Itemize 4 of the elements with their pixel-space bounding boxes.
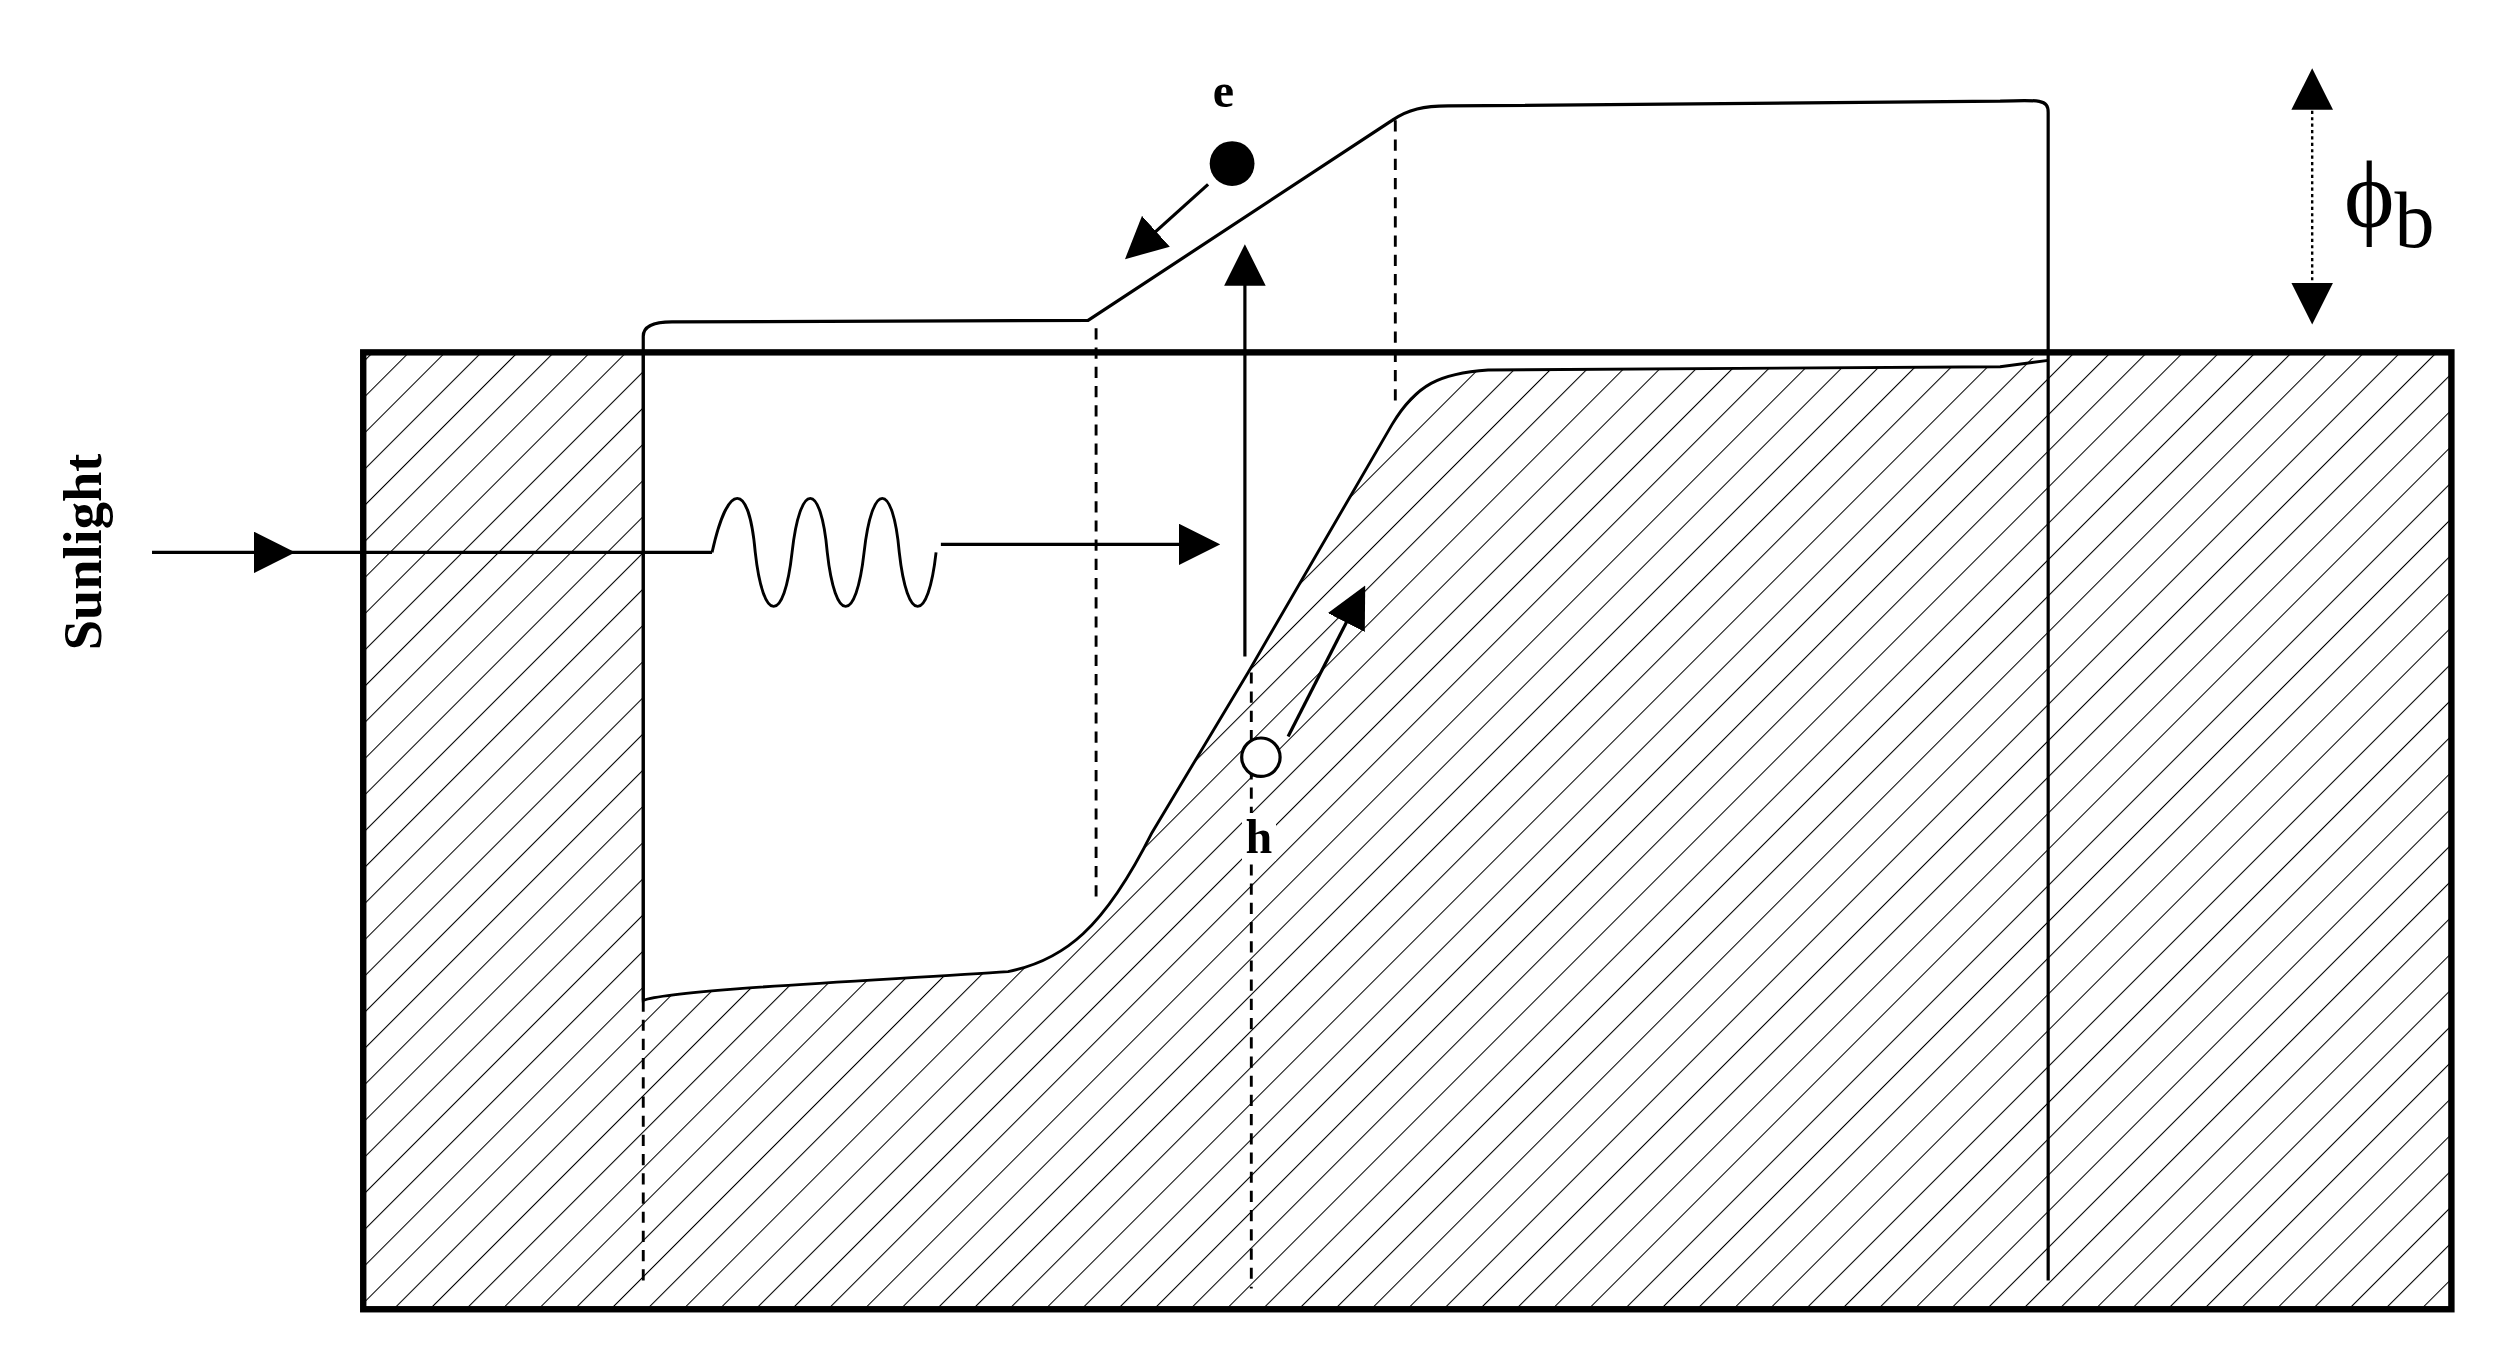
light-label: Sunlight: [56, 453, 111, 651]
hole-label: h: [1241, 812, 1277, 861]
electron-label: e: [1212, 67, 1235, 116]
barrier-height-label: ϕ$_{b}$: [2344, 147, 2435, 261]
